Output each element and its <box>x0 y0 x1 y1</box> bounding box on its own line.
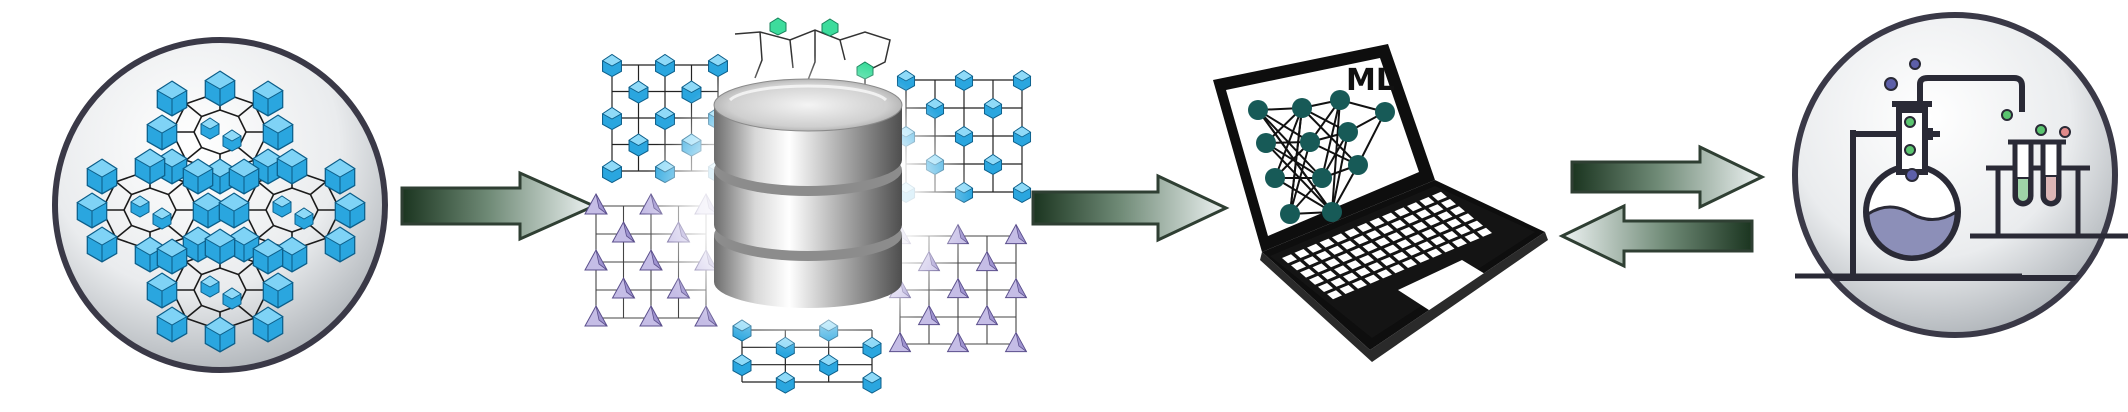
arrow-to-database <box>400 170 598 242</box>
polyhedron <box>601 159 623 184</box>
polyhedron <box>601 106 623 131</box>
database-cylinder <box>713 78 903 308</box>
mof-structure-panel <box>52 37 388 373</box>
polyhedron <box>1005 332 1027 353</box>
polyhedron <box>976 305 998 326</box>
nn-node <box>1280 204 1300 224</box>
mof-thumbnail-lavender-2 <box>889 224 1027 353</box>
polyhedron <box>1012 181 1032 204</box>
mof-framework <box>76 70 366 353</box>
trackpad <box>1398 260 1495 312</box>
polyhedron <box>819 354 839 377</box>
polyhedron <box>947 278 969 299</box>
polyhedron <box>628 80 649 104</box>
nn-node <box>1375 102 1395 122</box>
polyhedron <box>639 305 663 327</box>
polyhedron <box>1012 125 1032 148</box>
polyhedron <box>954 69 974 92</box>
ml-label: ML <box>1346 63 1395 98</box>
polyhedron <box>862 371 882 394</box>
arrow-to-lab <box>1570 144 1766 210</box>
nn-node <box>1338 122 1358 142</box>
polyhedron <box>732 354 752 377</box>
lab-experiment-panel <box>1792 12 2128 338</box>
polyhedron <box>976 251 998 272</box>
polyhedron <box>707 53 729 78</box>
polyhedron <box>611 221 636 243</box>
nn-node <box>1322 202 1342 222</box>
polyhedron <box>1005 278 1027 299</box>
polyhedron <box>654 53 676 78</box>
polyhedron <box>775 371 795 394</box>
nn-node <box>1348 155 1368 175</box>
arrow-to-ml <box>1031 173 1230 243</box>
polyhedron <box>983 153 1003 176</box>
nn-node <box>1256 133 1276 153</box>
nn-node <box>1300 132 1320 152</box>
ml-laptop: ML <box>1213 44 1548 362</box>
arrow-from-lab <box>1558 203 1754 269</box>
polyhedron <box>584 249 608 271</box>
polyhedron <box>628 133 649 157</box>
nn-node <box>1265 168 1285 188</box>
polyhedron <box>1012 69 1032 92</box>
polyhedron <box>947 332 969 353</box>
nn-node <box>1248 100 1268 120</box>
neural-network <box>1248 90 1395 224</box>
nn-node <box>1330 90 1350 110</box>
test-tube-rack <box>1986 139 2090 236</box>
nn-node <box>1292 98 1312 118</box>
nn-node <box>1312 168 1332 188</box>
polyhedron <box>889 332 911 353</box>
polyhedron <box>601 53 623 78</box>
structure-database <box>584 17 1032 394</box>
polyhedron <box>983 97 1003 120</box>
polyhedron <box>584 305 608 327</box>
bubbles <box>1884 58 2071 182</box>
polyhedron <box>611 277 636 299</box>
polyhedron <box>1005 224 1027 245</box>
